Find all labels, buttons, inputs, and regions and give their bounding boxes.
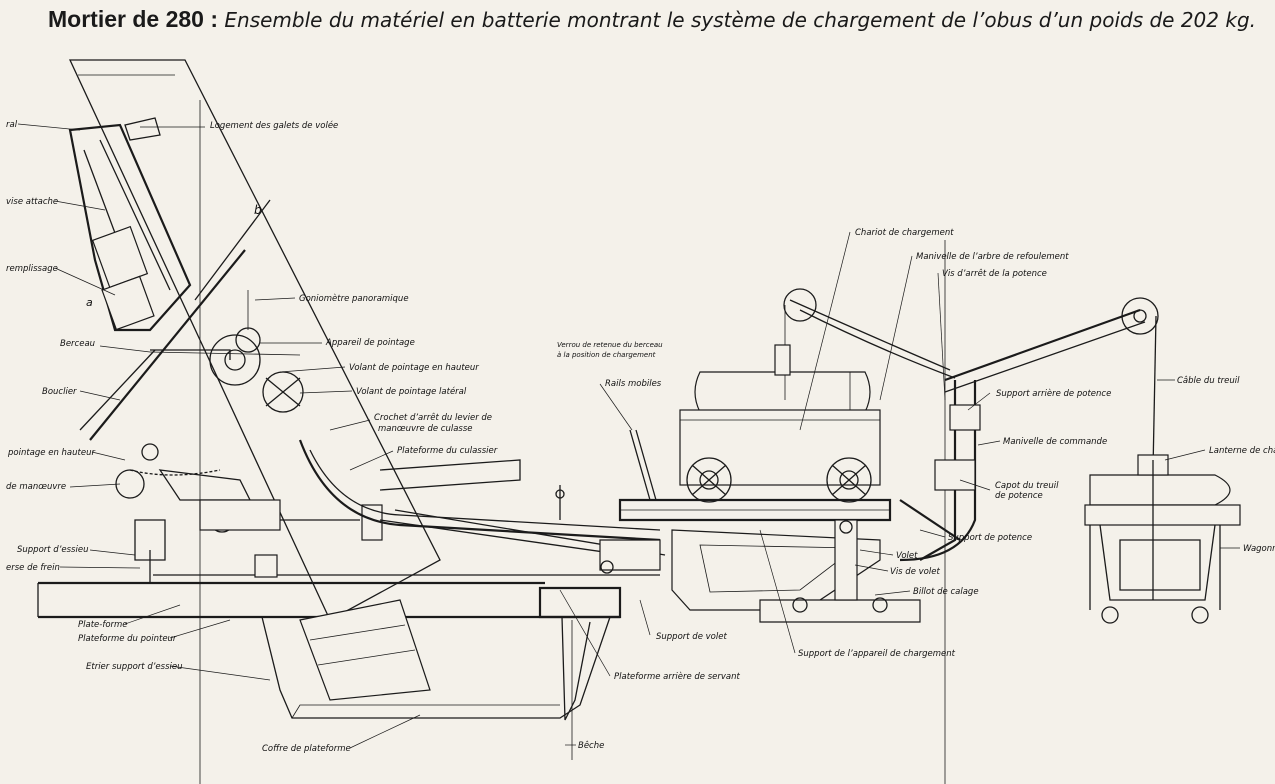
label-support-volet: Support de volet [656,632,727,642]
label-crochet-2: manœuvre de culasse [378,424,473,434]
label-billot: Billot de calage [913,587,979,597]
labels: ral Logement des galets de volée vise at… [6,120,1275,754]
label-manoeuvre: de manœuvre [6,482,66,492]
label-appareil-pointage: Appareil de pointage [325,338,415,348]
label-goniometre: Goniomètre panoramique [299,293,409,304]
label-plateforme-pointeur: Plateforme du pointeur [78,634,177,644]
loading-carriage [618,371,921,623]
label-plateforme-arriere: Plateforme arrière de servant [614,671,740,682]
label-beche: Bêche [578,740,604,751]
label-pointage-hauteur: pointage en hauteur [7,448,95,458]
label-support-arriere-potence: Support arrière de potence [996,388,1111,399]
label-cable-treuil: Câble du treuil [1177,376,1240,386]
label-support-essieu: Support d’essieu [17,545,88,555]
label-volet: Volet [896,551,918,561]
aiming-mechanism [79,199,383,583]
label-a: a [86,296,93,309]
leader-lines [17,123,1240,749]
label-vis-volet: Vis de volet [890,567,940,577]
loading-ramp [280,429,666,574]
label-b: b [254,203,262,217]
label-support-potence: Support de potence [948,533,1032,543]
label-tourillon: ral [6,120,18,130]
label-volant-lateral: Volant de pointage latéral [356,386,467,397]
label-coffre: Coffre de plateforme [262,744,351,754]
label-rails-mobiles: Rails mobiles [605,379,662,389]
label-plateforme-culassier: Plateforme du culassier [397,446,498,456]
label-frein: erse de frein [6,563,60,573]
label-verrou-1: Verrou de retenue du berceau [557,341,663,349]
label-plate-forme: Plate-forme [78,620,128,630]
label-logement-galets: Logement des galets de volée [210,120,338,131]
label-capot-1: Capot du treuil [995,481,1059,491]
wagonnet [1084,454,1241,624]
crane [774,288,1159,562]
label-chariot: Chariot de chargement [855,228,954,238]
title-italic: Ensemble du matériel en batterie montran… [224,8,1257,32]
label-support-appareil: Support de l’appareil de chargement [798,649,956,659]
label-manivelle-commande: Manivelle de commande [1003,437,1107,447]
label-crochet-1: Crochet d’arrêt du levier de [374,412,492,423]
label-lanterne: Lanterne de cha [1209,446,1275,456]
label-etrier: Etrier support d’essieu [86,662,182,672]
label-remplissage: remplissage [6,264,58,274]
label-verrou-2: à la position de chargement [557,351,656,359]
mortar-barrel [68,59,441,701]
label-manivelle-refoulement: Manivelle de l’arbre de refoulement [916,252,1069,262]
label-berceau: Berceau [60,339,95,349]
label-vis-attache: vise attache [6,197,58,207]
label-bouclier: Bouclier [42,387,77,397]
label-capot-2: de potence [995,491,1043,501]
label-wagonnet: Wagonn [1243,544,1275,554]
label-volant-hauteur: Volant de pointage en hauteur [349,363,479,373]
title-bold: Mortier de 280 : [48,6,218,32]
technical-drawing: ral Logement des galets de volée vise at… [6,59,1275,784]
page-title: Mortier de 280 : Ensemble du matériel en… [48,2,1268,37]
label-vis-arret-potence: Vis d’arrêt de la potence [942,268,1047,279]
